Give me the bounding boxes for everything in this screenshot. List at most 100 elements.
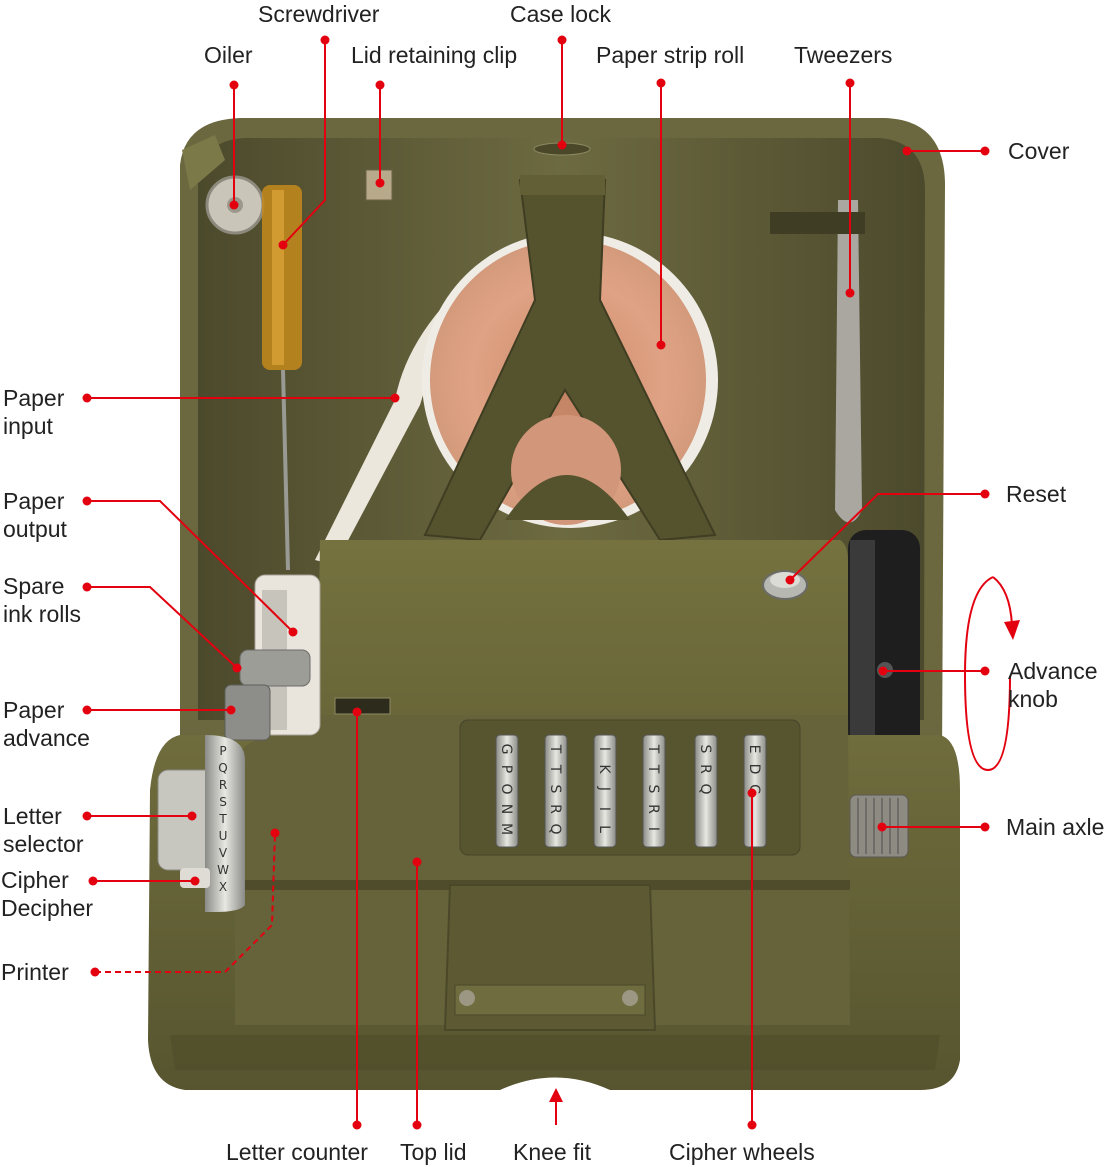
paper-strip [315, 250, 520, 565]
wheel-letter: R [697, 764, 713, 774]
label-spare-ink-rolls-2: ink rolls [3, 601, 81, 627]
paper-advance-knob [224, 684, 271, 741]
wheel-letter: T [645, 744, 661, 754]
rotation-arrow [963, 576, 1020, 772]
wheel-letter: T [547, 764, 563, 774]
selector-letter: T [218, 812, 227, 826]
leader-lines [82, 35, 1020, 1130]
wheel-letter: J [596, 786, 612, 791]
leader-letter-selector [82, 811, 197, 821]
label-paper-input-2: input [3, 413, 53, 439]
leader-cipher-decipher [88, 876, 200, 886]
selector-wheel [205, 735, 245, 912]
label-screwdriver: Screwdriver [258, 1, 380, 27]
label-tweezers: Tweezers [794, 42, 893, 68]
wheel-letter: L [596, 825, 612, 833]
label-lid-retaining-clip: Lid retaining clip [351, 42, 518, 68]
leader-lid-clip [375, 80, 385, 188]
wheel-letter: I [645, 827, 661, 831]
label-spare-ink-rolls-1: Spare [3, 573, 65, 599]
label-top-lid: Top lid [400, 1139, 467, 1165]
leader-paper-advance [82, 705, 236, 715]
label-oiler: Oiler [204, 42, 253, 68]
cipher-wheels: GPONMTTSRQIKJILTTSRISRQEDC [495, 734, 767, 848]
wheel-letter: E [746, 745, 762, 754]
selector-letter: R [219, 778, 227, 792]
label-paper-output-2: output [3, 516, 67, 542]
leader-top-lid [412, 857, 422, 1130]
label-cipher-decipher-2: Decipher [1, 895, 94, 921]
wheel-letter: K [596, 764, 612, 774]
leader-paper-output [82, 496, 298, 637]
label-case-lock: Case lock [510, 1, 611, 27]
leader-printer [90, 828, 280, 977]
selector-letter: Q [218, 761, 227, 775]
leader-spare-ink-rolls [82, 582, 242, 673]
leader-main-axle [877, 822, 990, 832]
leader-case-lock [557, 35, 567, 150]
leader-reset [785, 489, 990, 585]
wheel-letter: Q [697, 783, 713, 794]
selector-letter: U [219, 829, 228, 843]
wheel-letter: R [547, 804, 563, 814]
cipher-wheel: TT S R I [642, 734, 666, 848]
leader-knee-fit [549, 1088, 563, 1125]
wheel-letter: R [645, 804, 661, 814]
leader-advance-knob [878, 666, 990, 676]
label-reset: Reset [1006, 481, 1067, 507]
label-cover: Cover [1008, 138, 1070, 164]
leader-cover [902, 146, 990, 156]
label-paper-strip-roll: Paper strip roll [596, 42, 745, 68]
wheel-letter: I [596, 747, 612, 751]
label-main-axle: Main axle [1006, 814, 1105, 840]
cipher-wheel: I K J I L [593, 734, 617, 848]
leader-oiler [229, 80, 239, 210]
leader-paper-strip-roll [656, 78, 666, 350]
leader-tweezers [845, 78, 855, 298]
selector-letter: V [219, 846, 228, 860]
label-paper-advance-1: Paper [3, 697, 65, 723]
selector-letter: P [219, 744, 226, 758]
label-advance-knob-2: knob [1008, 686, 1058, 712]
cover-latch [182, 135, 225, 190]
selector-letter: S [219, 795, 227, 809]
spare-ink-rolls [239, 649, 311, 687]
selector-letter: W [217, 863, 229, 877]
letter-counter-window [334, 697, 391, 715]
label-cipher-wheels: Cipher wheels [669, 1139, 815, 1165]
label-letter-counter: Letter counter [226, 1139, 368, 1165]
label-paper-output-1: Paper [3, 488, 65, 514]
wheel-letter: Q [547, 823, 563, 834]
wheel-letter: D [746, 764, 762, 775]
leader-cipher-wheels [747, 788, 757, 1130]
label-knee-fit: Knee fit [513, 1139, 591, 1165]
leader-paper-input [82, 393, 400, 403]
label-cipher-decipher-1: Cipher [1, 867, 69, 893]
label-advance-knob-1: Advance [1008, 658, 1098, 684]
wheel-letter: N [498, 804, 514, 814]
wheel-letter: O [498, 783, 514, 794]
wheel-letter: I [596, 807, 612, 811]
cipher-wheel: S RQ [694, 734, 718, 848]
label-letter-selector-1: Letter [3, 803, 62, 829]
wheel-letter: S [697, 745, 713, 754]
leader-screwdriver [278, 35, 330, 250]
wheel-letter: T [645, 764, 661, 774]
wheel-letter: S [547, 785, 563, 794]
wheel-letter: G [498, 744, 514, 755]
wheel-letter: T [547, 744, 563, 754]
label-paper-input-1: Paper [3, 385, 65, 411]
leader-letter-counter [352, 707, 362, 1130]
wheel-letter: S [645, 785, 661, 794]
screwdriver-shaft [281, 369, 290, 571]
tweezers-shape [835, 200, 862, 523]
cipher-wheel: TT S RQ [544, 734, 568, 848]
selector-letter: X [219, 880, 227, 894]
wheel-letter: P [498, 765, 514, 773]
label-letter-selector-2: selector [3, 831, 84, 857]
label-paper-advance-2: advance [3, 725, 90, 751]
